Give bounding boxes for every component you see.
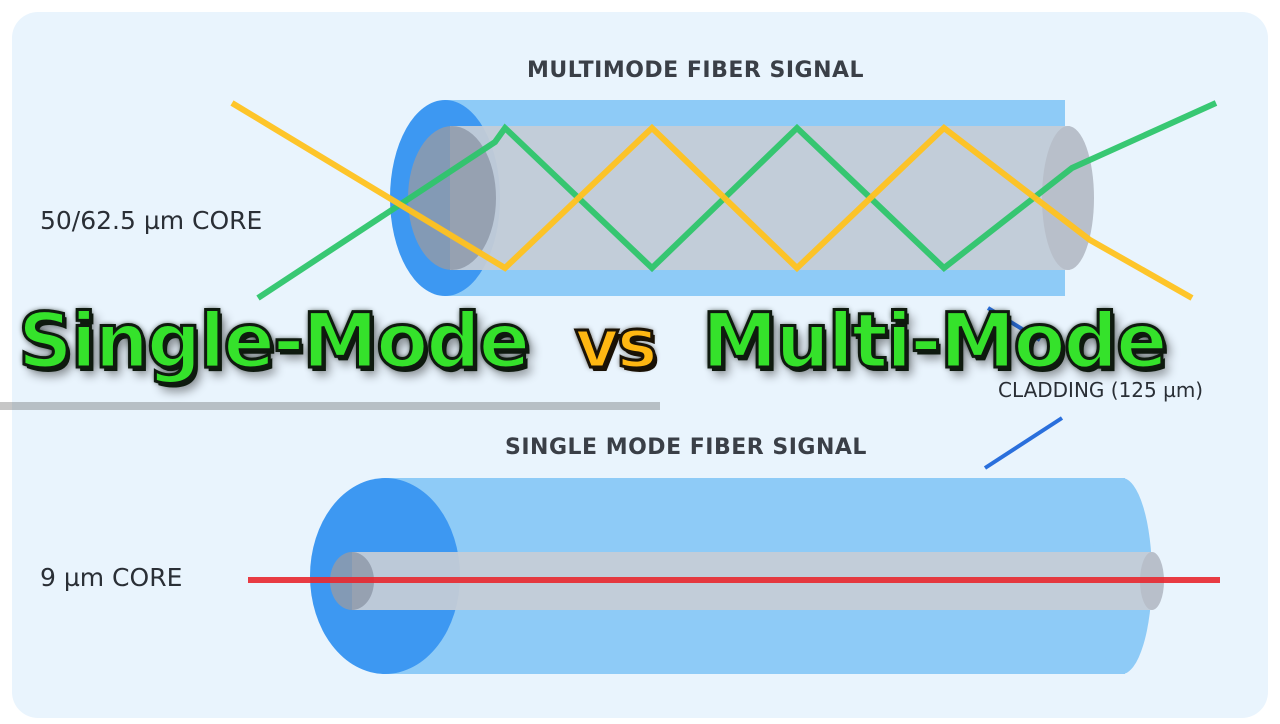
singlemode-title: SINGLE MODE FIBER SIGNAL	[505, 435, 867, 460]
multimode-title: MULTIMODE FIBER SIGNAL	[527, 58, 865, 83]
multimode-cladding-label: CLADDING (125 µm)	[998, 378, 1204, 402]
multimode-fiber	[230, 100, 1218, 342]
multimode-yellow-ray	[230, 100, 1194, 301]
headline-shadow-bar	[0, 402, 660, 410]
multimode-core-end-left	[408, 126, 496, 270]
multimode-core-label: 50/62.5 µm CORE	[40, 206, 263, 235]
singlemode-core-label: 9 µm CORE	[40, 563, 183, 592]
multimode-core-end-right	[1042, 126, 1094, 270]
multimode-core	[450, 126, 1070, 270]
headline-single-mode: Single-Mode	[16, 295, 531, 387]
headline-multi-mode: Multi-Mode	[700, 295, 1168, 387]
cladding-pointer-line-bottom	[983, 416, 1064, 470]
headline: Single-Mode vs Multi-Mode	[16, 295, 1268, 406]
singlemode-fiber	[248, 416, 1220, 674]
headline-vs: vs	[573, 304, 659, 386]
cladding-pointer-line-top	[986, 306, 1042, 342]
